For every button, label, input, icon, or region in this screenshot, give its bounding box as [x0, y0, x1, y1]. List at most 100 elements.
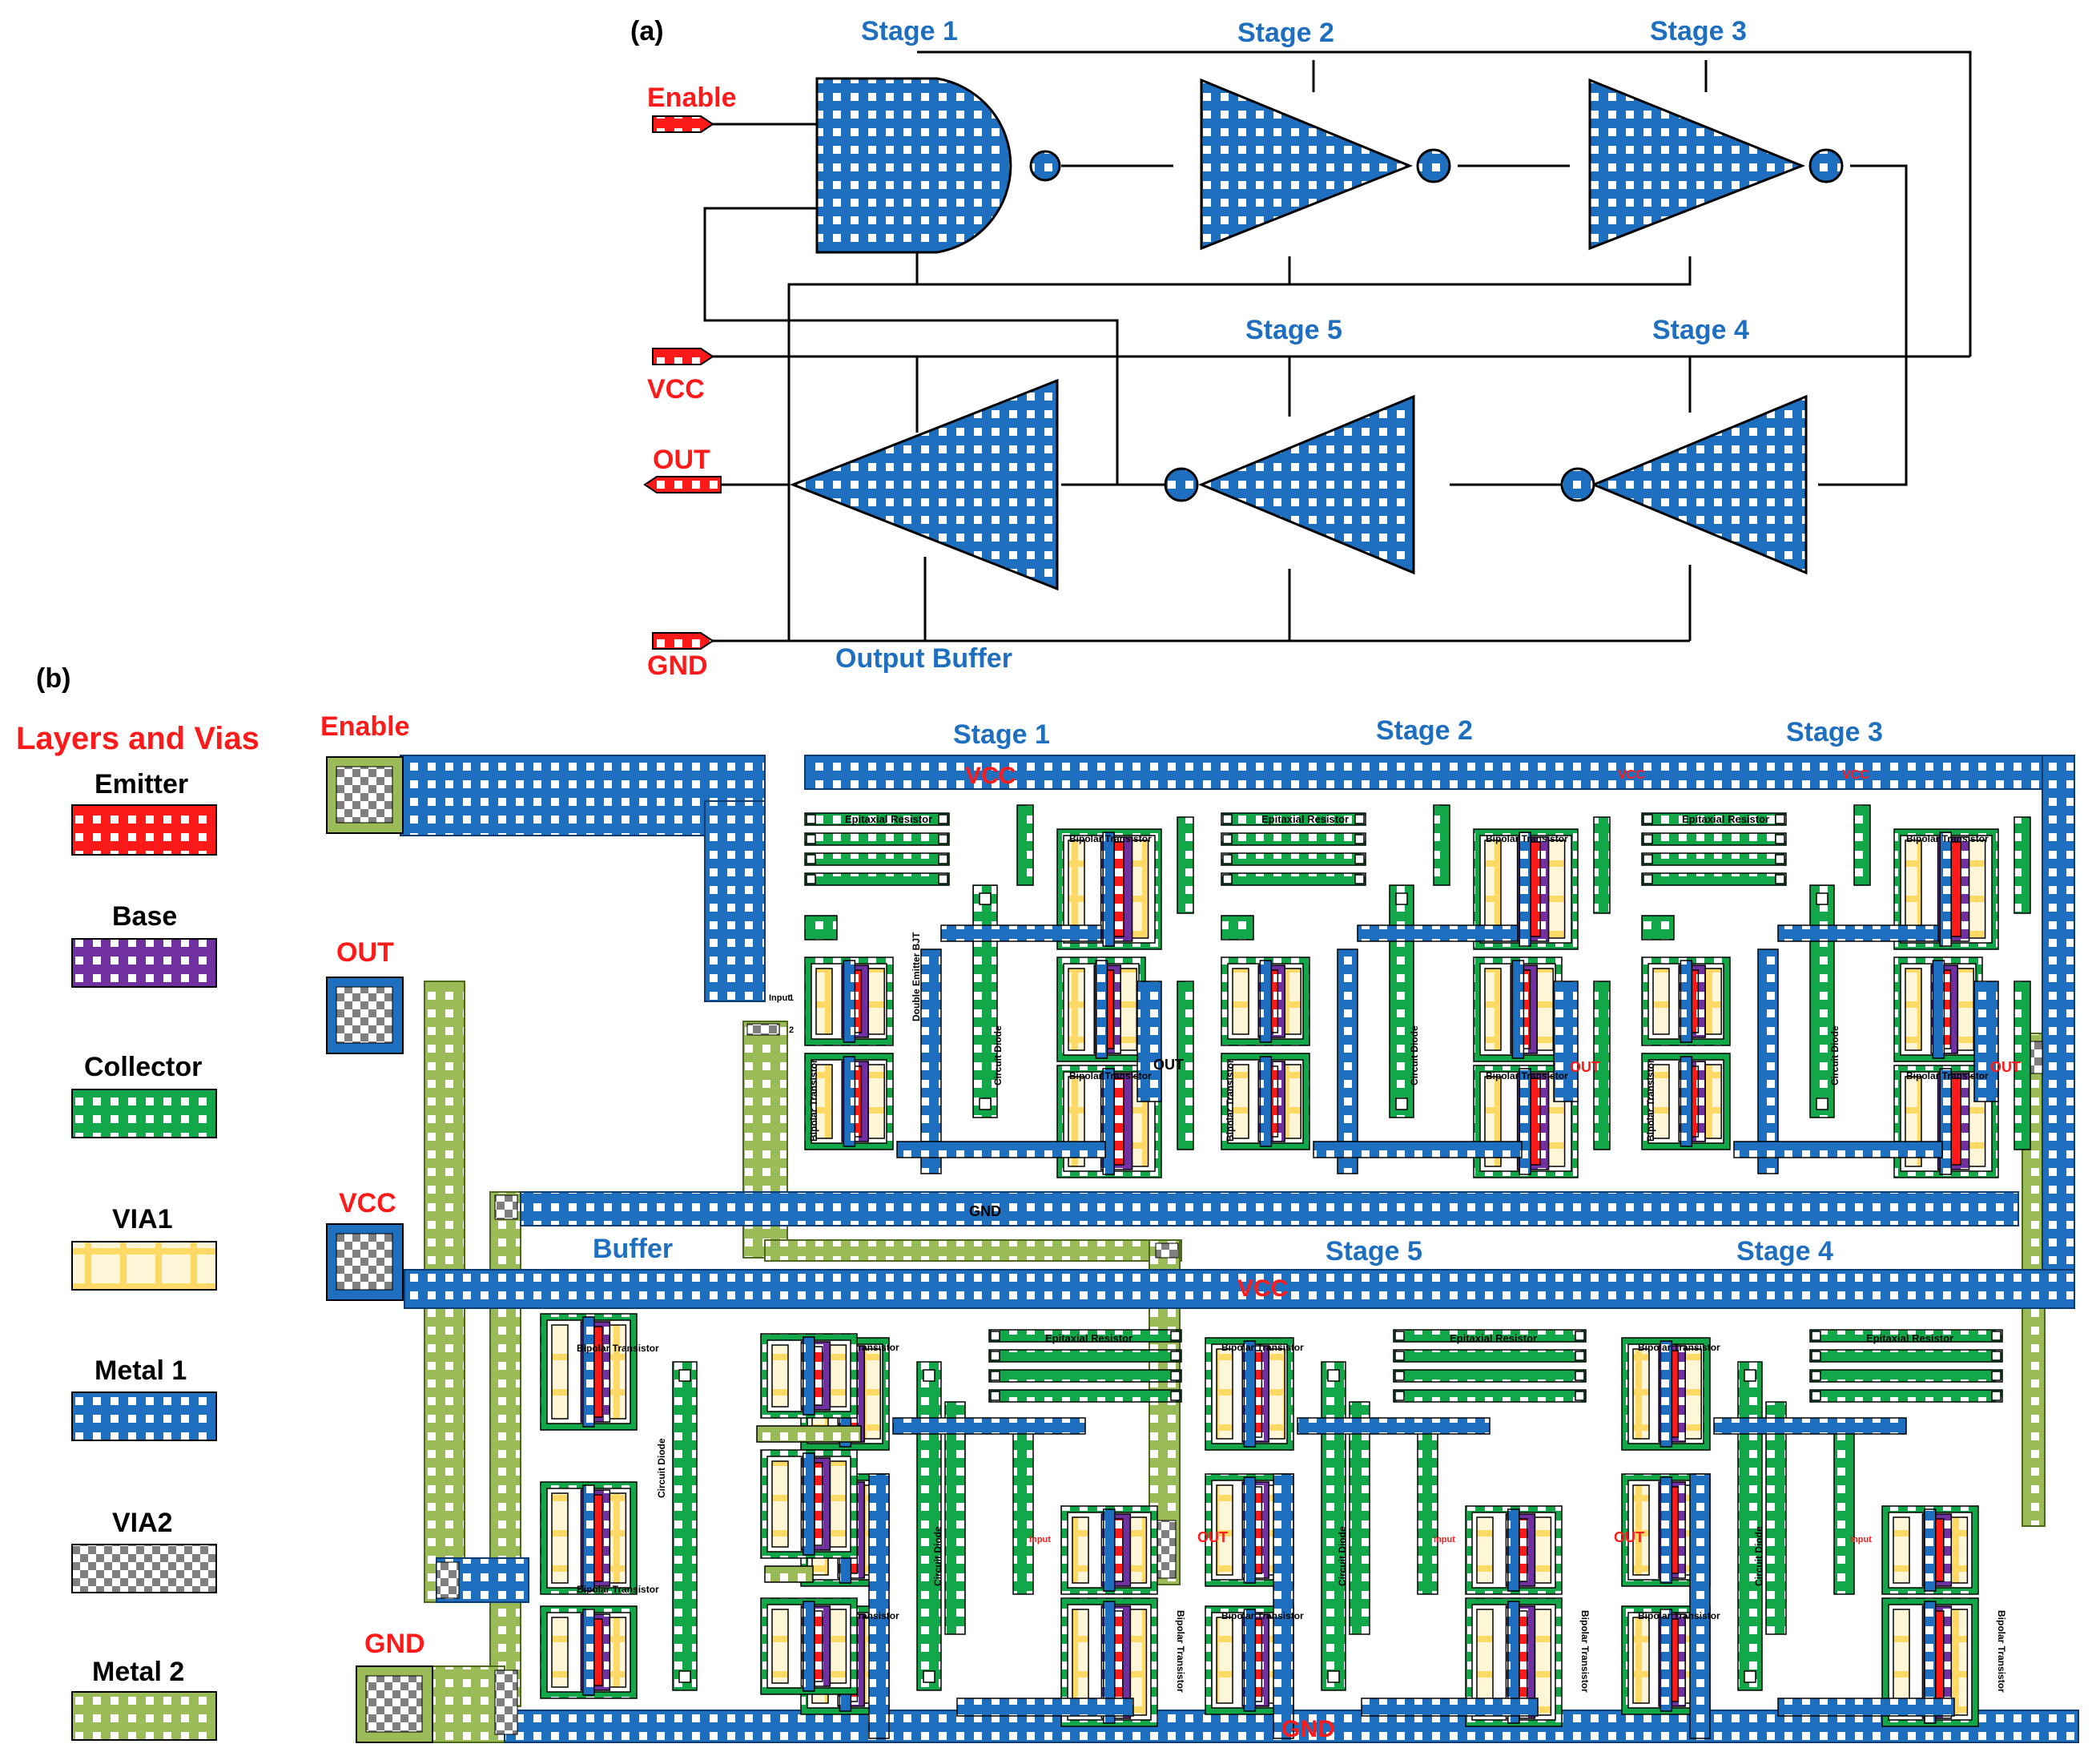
collector-strip [1016, 804, 1034, 886]
pin-b-gnd-label: GND [364, 1629, 425, 1659]
pin-b-out-label: OUT [336, 937, 394, 968]
metal1-strap [1243, 1476, 1257, 1584]
resistor-contact [1811, 1391, 1821, 1401]
collector-contact [1905, 840, 1922, 939]
collector-strip [1177, 816, 1194, 914]
resistor-contact [1170, 1331, 1181, 1341]
stage3-out-label: OUT [1990, 1059, 2021, 1075]
stage1-pin2-label: 2 [789, 1025, 794, 1035]
legend-emitter-swatch [71, 804, 217, 856]
input-label: Input [1434, 1535, 1455, 1545]
epitaxial-resistor-finger [1641, 852, 1787, 866]
collector-contact [1652, 968, 1670, 1035]
legend-collector-label: Collector [84, 1052, 202, 1082]
resistor-contact [1775, 814, 1785, 824]
metal1-route [1553, 981, 1579, 1102]
via1-contact [1957, 968, 1974, 1051]
bipolar-transistor-label: Bipolar Transistor [1996, 1610, 2007, 1693]
collector-strip [2014, 981, 2031, 1150]
collector-contact [1232, 1064, 1249, 1139]
double-emitter-label: Double Emitter BJT [911, 932, 922, 1021]
circuit-diode-label: Circuit Diode [932, 1526, 943, 1586]
stage4-bubble [1560, 467, 1595, 502]
gnd-rail-top-label: GND [969, 1203, 1001, 1219]
resistor-contact [806, 854, 816, 864]
pin-out-label: OUT [653, 445, 710, 475]
circuit-diode-label: Circuit Diode [1409, 1025, 1420, 1085]
metal1-strap [1507, 1601, 1520, 1724]
epitaxial-resistor-label: Epitaxial Resistor [1261, 813, 1349, 825]
diode-contact [923, 1369, 935, 1382]
epitaxial-resistor-finger [988, 1369, 1182, 1383]
stage1-nand-gate [815, 77, 1012, 254]
legend-metal2-label: Metal 2 [92, 1657, 184, 1687]
metal1-strap [1659, 1340, 1673, 1448]
resistor-contact [806, 874, 816, 884]
via1-contact [609, 1617, 627, 1688]
epitaxial-resistor-finger [1221, 832, 1366, 846]
diode-contact [1395, 1097, 1408, 1110]
b-stage3-label: Stage 3 [1786, 717, 1883, 747]
via1-contact [1129, 1609, 1148, 1716]
via1-contact [1268, 1348, 1285, 1440]
collector-contact [1476, 1516, 1494, 1584]
collector-contact [1652, 1064, 1670, 1139]
resistor-contact [1394, 1371, 1405, 1381]
stage4-label: Stage 4 [1652, 315, 1749, 345]
via1-contact [829, 1344, 847, 1408]
metal1-strap [1259, 1056, 1273, 1147]
collector-strip [1177, 981, 1194, 1150]
metal1-route [1973, 981, 1999, 1102]
collector-pad [1221, 915, 1254, 940]
resistor-contact [1991, 1371, 2001, 1381]
via1-contact [1536, 968, 1554, 1051]
bipolar-transistor-label: Bipolar Transistor [1486, 1070, 1568, 1081]
metal1-strap [1102, 832, 1115, 947]
stage5-bubble [1164, 467, 1199, 502]
epitaxial-resistor-finger [1809, 1349, 2003, 1363]
epitaxial-resistor-label: Epitaxial Resistor [1045, 1332, 1132, 1344]
epitaxial-resistor-finger [1221, 872, 1366, 886]
collector-contact [1632, 1348, 1650, 1440]
resistor-contact [1354, 814, 1365, 824]
circuit-diode [916, 1361, 942, 1691]
metal1-route [1689, 1473, 1711, 1739]
collector-strip [1349, 1401, 1370, 1635]
collector-strip [1593, 981, 1611, 1150]
metal1-route [1136, 981, 1162, 1102]
metal1-strap [1259, 960, 1273, 1043]
metal1-route [1733, 1141, 1943, 1158]
metal1-strap [1511, 960, 1525, 1059]
via1-contact [1534, 1609, 1552, 1716]
collector-strip [2014, 816, 2031, 914]
via1-contact [1704, 1064, 1722, 1139]
via1-contact [863, 1348, 881, 1440]
stage2-bubble [1416, 148, 1451, 183]
resistor-contact [1575, 1331, 1585, 1341]
metal1-strap [1932, 960, 1945, 1059]
resistor-contact [1394, 1331, 1405, 1341]
collector-contact [1232, 968, 1249, 1035]
resistor-contact [990, 1331, 1000, 1341]
metal1-route [892, 1417, 1086, 1435]
resistor-contact [1394, 1351, 1405, 1361]
metal1-strap [1680, 1056, 1693, 1147]
diode-contact [1327, 1670, 1340, 1683]
diode-contact [923, 1670, 935, 1683]
resistor-contact [806, 814, 816, 824]
metal1-route [868, 1473, 890, 1739]
via1-contact [1704, 968, 1722, 1035]
metal1-strap [803, 1601, 815, 1692]
metal1-strap [1924, 1601, 1937, 1724]
resistor-contact [1222, 834, 1233, 844]
metal2-strap [764, 1565, 814, 1583]
bipolar-transistor-label: Bipolar Transistor [1486, 833, 1568, 844]
metal1-strap [843, 1056, 856, 1147]
stage2-label: Stage 2 [1237, 18, 1334, 48]
bipolar-transistor-label: Bipolar Transistor [1069, 833, 1152, 844]
legend-metal2-swatch [71, 1691, 217, 1741]
input-label: Input [1850, 1535, 1872, 1545]
epitaxial-resistor-finger [1393, 1329, 1587, 1343]
output-buffer-label: Output Buffer [835, 643, 1012, 674]
